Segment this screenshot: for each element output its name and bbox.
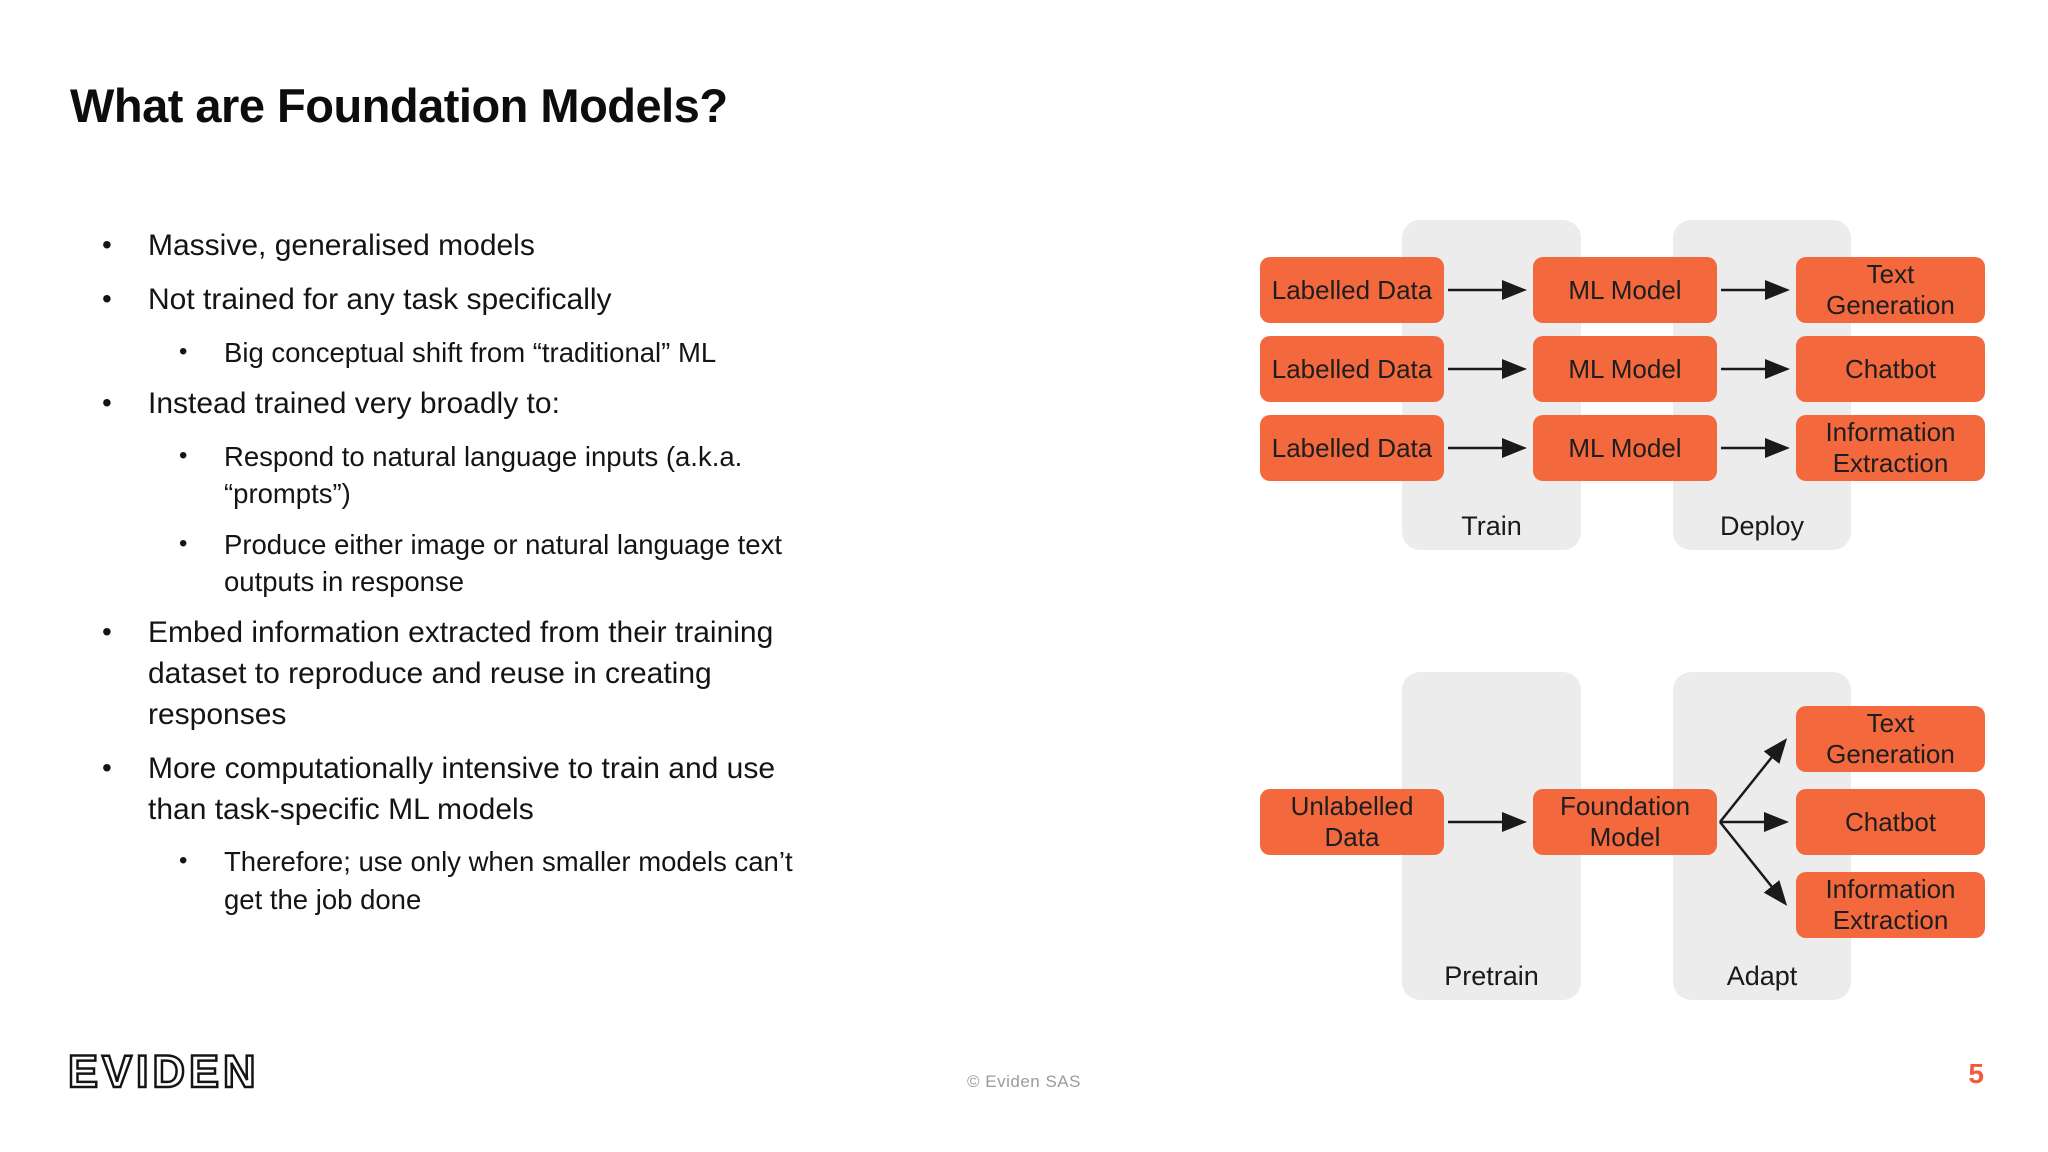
bullet-list: Massive, generalised models Not trained … [100,226,822,931]
node-information-extraction: Information Extraction [1796,872,1985,938]
bullet-item: Massive, generalised models [100,226,800,267]
fan-arrow [1719,821,1788,906]
stage-label-deploy: Deploy [1719,511,1805,541]
node-labelled-data: Labelled Data [1260,257,1444,323]
bullet-item: Produce either image or natural language… [177,526,822,601]
flow-arrows [1448,280,1790,458]
stage-label-adapt: Adapt [1726,961,1798,991]
node-ml-model: ML Model [1533,336,1717,402]
flow-arrows [1448,738,1789,906]
bullet-item: Not trained for any task specifically [100,280,800,321]
stage-label-pretrain: Pretrain [1444,961,1539,991]
node-text-generation: Text Generation [1796,257,1985,323]
bullet-item: Embed information extracted from their t… [100,613,800,735]
node-ml-model: ML Model [1533,257,1717,323]
diagram-foundation-model: Pretrain Adapt Unlabelled Data Foundatio… [1250,662,1995,1014]
bullet-item: Big conceptual shift from “traditional” … [177,334,822,371]
page-title: What are Foundation Models? [70,79,728,132]
node-ml-model: ML Model [1533,415,1717,481]
node-text-generation: Text Generation [1796,706,1985,772]
node-labelled-data: Labelled Data [1260,415,1444,481]
node-unlabelled-data: Unlabelled Data [1260,789,1444,855]
fan-arrow [1719,738,1788,823]
bullet-item: Therefore; use only when smaller models … [177,843,822,918]
node-chatbot: Chatbot [1796,789,1985,855]
stage-label-train: Train [1461,511,1522,541]
page-number: 5 [1968,1058,1984,1089]
bullet-item: Instead trained very broadly to: [100,384,800,425]
node-labelled-data: Labelled Data [1260,336,1444,402]
node-foundation-model: Foundation Model [1533,789,1717,855]
bullet-item: More computationally intensive to train … [100,749,800,831]
eviden-logo: EVIDEN [67,1045,260,1099]
node-information-extraction: Information Extraction [1796,415,1985,481]
bullet-item: Respond to natural language inputs (a.k.… [177,438,822,513]
diagram-supervised-ml: Train Deploy Labelled Data Labelled Data… [1250,210,1995,562]
copyright-text: © Eviden SAS [967,1072,1081,1091]
node-chatbot: Chatbot [1796,336,1985,402]
